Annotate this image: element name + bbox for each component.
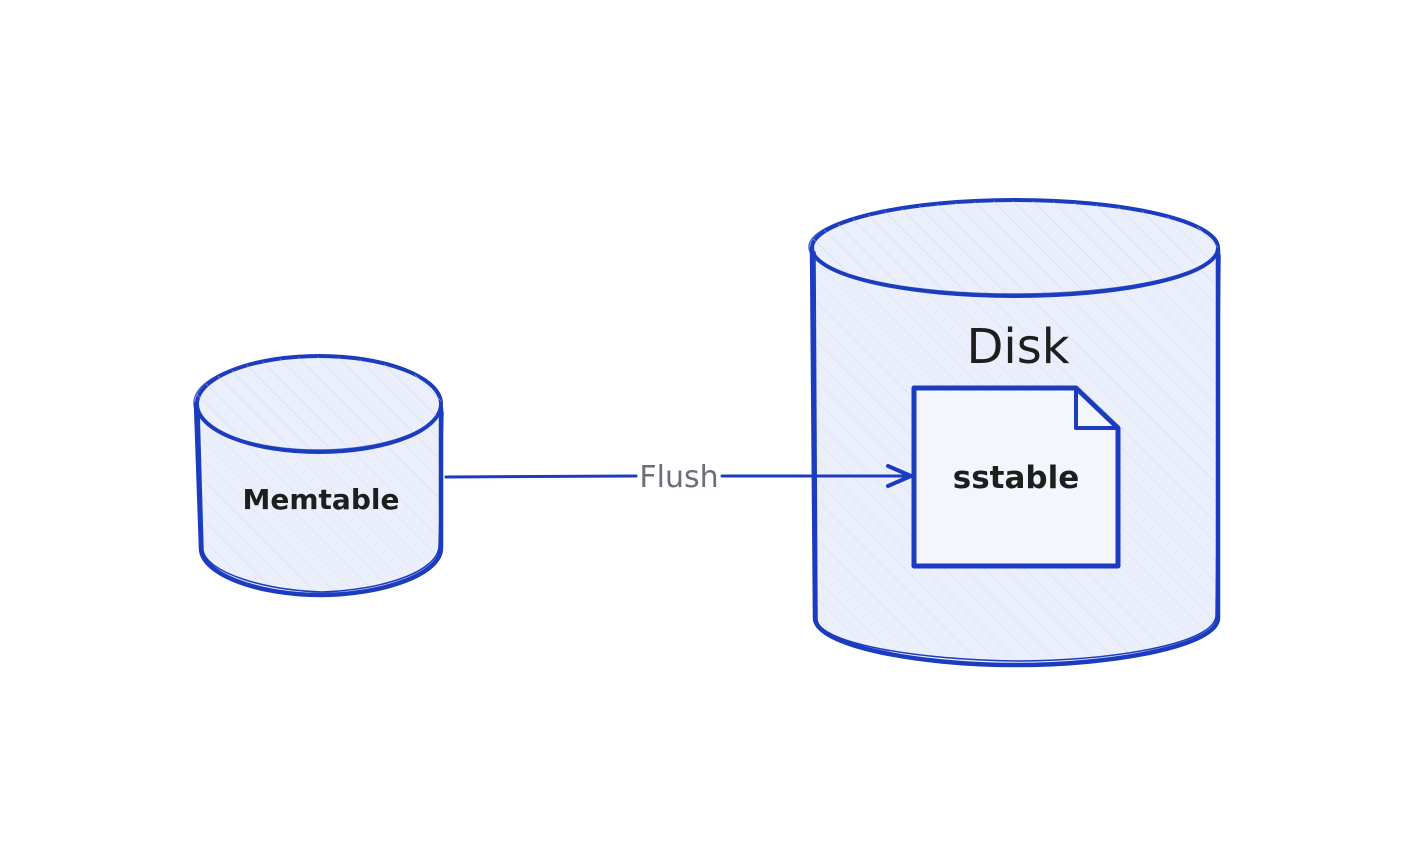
- sstable-body: [911, 385, 1121, 569]
- memtable-cylinder[interactable]: Memtable: [193, 354, 444, 598]
- disk-label: Disk: [966, 319, 1069, 375]
- memtable-body-hatch: [196, 404, 441, 595]
- flush-label: Flush: [639, 460, 718, 495]
- disk-outline: [809, 245, 1221, 668]
- disk-top-ellipse-sketch: [808, 199, 1220, 295]
- sstable-fold-corner: [1074, 388, 1118, 430]
- memtable-outline-sketch: [198, 409, 444, 593]
- memtable-outline: [193, 401, 444, 598]
- memtable-top-ellipse-sketch: [193, 355, 443, 451]
- flush-arrow[interactable]: Flush: [444, 460, 913, 495]
- memtable-label: Memtable: [243, 483, 400, 516]
- flush-arrowhead: [886, 464, 913, 488]
- disk-outline-sketch: [814, 251, 1221, 662]
- flush-arrow-line-left: [444, 474, 638, 479]
- sstable-label: sstable: [953, 460, 1079, 496]
- sstable-document[interactable]: sstable: [911, 385, 1121, 569]
